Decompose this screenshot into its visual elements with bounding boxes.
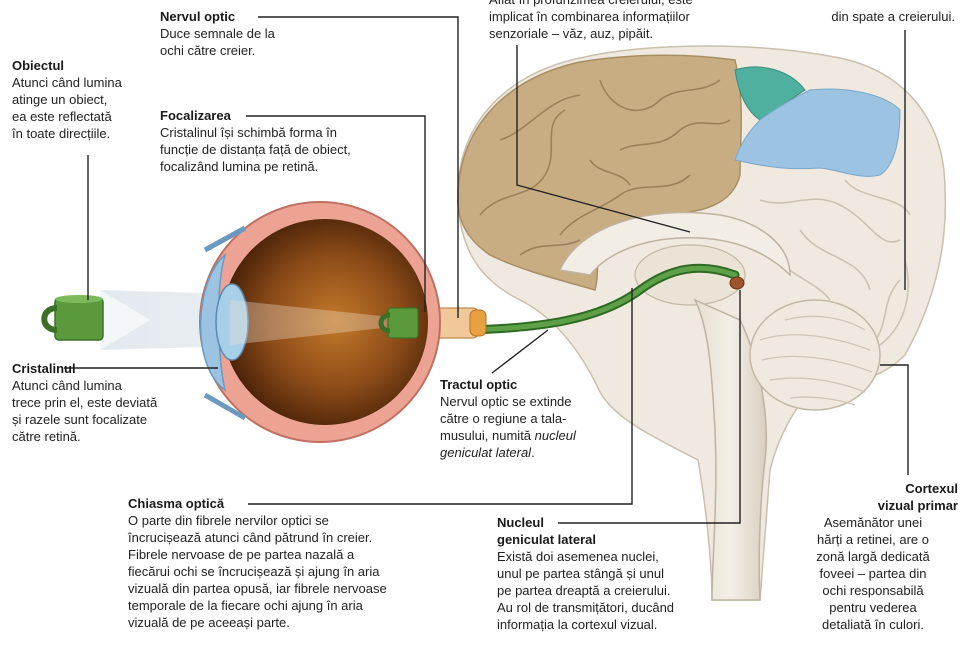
label-focalizarea-title: Focalizarea [160, 107, 400, 124]
label-top-cut: Aflat în profunzimea creierului, este im… [489, 0, 789, 42]
label-cortexul: Cortexul vizual primar Asemănător unei h… [788, 480, 958, 633]
label-obiectul-title: Obiectul [12, 57, 157, 74]
label-cristalinul: Cristalinul Atunci când lumina trece pri… [12, 360, 202, 445]
label-obiectul-body: Atunci când lumina atinge un obiect, ea … [12, 74, 157, 142]
label-top-cut-body: Aflat în profunzimea creierului, este im… [489, 0, 789, 42]
label-obiectul: Obiectul Atunci când lumina atinge un ob… [12, 57, 157, 142]
label-nucleul-body: Există doi asemenea nuclei, unul pe part… [497, 548, 727, 633]
label-top-right-body: din spate a creierului. [780, 8, 955, 25]
label-nervul-optic: Nervul optic Duce semnale de la ochi căt… [160, 8, 320, 59]
label-focalizarea-body: Cristalinul își schimbă forma în funcție… [160, 124, 400, 175]
label-cortexul-title: Cortexul vizual primar [788, 480, 958, 514]
label-cortexul-body: Asemănător unei hărți a retinei, are o z… [788, 514, 958, 633]
label-nervul-optic-body: Duce semnale de la ochi către creier. [160, 25, 320, 59]
label-cristalinul-title: Cristalinul [12, 360, 202, 377]
label-tractul-optic: Tractul optic Nervul optic se extinde că… [440, 376, 620, 461]
label-chiasma: Chiasma optică O parte din fibrele nervi… [128, 495, 458, 631]
label-tractul-optic-end: . [531, 445, 535, 460]
label-nucleul: Nucleul geniculat lateral Există doi ase… [497, 514, 727, 633]
object-mug [44, 295, 103, 340]
label-cristalinul-body: Atunci când lumina trece prin el, este d… [12, 377, 202, 445]
label-nervul-optic-title: Nervul optic [160, 8, 320, 25]
label-chiasma-body: O parte din fibrele nervilor optici se î… [128, 512, 458, 631]
label-top-right-cut: din spate a creierului. [780, 8, 955, 25]
label-focalizarea: Focalizarea Cristalinul își schimbă form… [160, 107, 400, 175]
label-tractul-optic-title: Tractul optic [440, 376, 620, 393]
lateral-geniculate-nucleus [730, 277, 744, 289]
label-chiasma-title: Chiasma optică [128, 495, 458, 512]
label-nucleul-title: Nucleul geniculat lateral [497, 514, 727, 548]
